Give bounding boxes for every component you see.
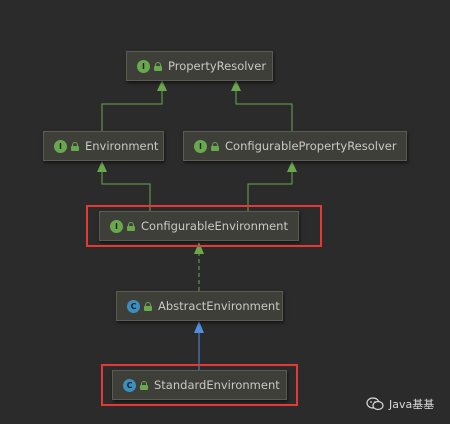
arrowhead bbox=[97, 161, 107, 172]
edge-configurable-property-resolver-to-property-resolver bbox=[235, 88, 293, 131]
public-lock-icon bbox=[140, 380, 148, 390]
node-label: Environment bbox=[85, 139, 159, 153]
node-label: ConfigurablePropertyResolver bbox=[225, 139, 397, 153]
node-environment[interactable]: I Environment bbox=[43, 131, 164, 161]
highlight-box-standard-environment bbox=[101, 364, 298, 406]
node-configurable-environment[interactable]: I ConfigurableEnvironment bbox=[99, 211, 299, 241]
public-lock-icon bbox=[71, 141, 79, 151]
arrowhead bbox=[157, 80, 167, 91]
node-label: ConfigurableEnvironment bbox=[141, 219, 288, 233]
arrowhead bbox=[287, 161, 297, 172]
watermark-text: Java基基 bbox=[389, 398, 435, 411]
node-configurable-property-resolver[interactable]: I ConfigurablePropertyResolver bbox=[183, 131, 407, 161]
edge-configurable-environment-to-environment bbox=[101, 169, 151, 211]
edge-environment-to-property-resolver bbox=[101, 88, 163, 131]
arrowhead bbox=[194, 242, 204, 254]
node-abstract-environment[interactable]: C AbstractEnvironment bbox=[116, 291, 283, 321]
edge-configurable-environment-to-configurable-property-resolver bbox=[247, 169, 293, 211]
interface-icon: I bbox=[110, 219, 123, 233]
interface-icon: I bbox=[194, 139, 207, 153]
public-lock-icon bbox=[211, 141, 219, 151]
node-label: PropertyResolver bbox=[168, 59, 267, 73]
class-icon: C bbox=[123, 378, 136, 392]
class-icon: C bbox=[127, 299, 140, 313]
arrowhead bbox=[194, 321, 204, 333]
arrowhead bbox=[231, 80, 241, 91]
watermark: Java基基 bbox=[366, 396, 434, 412]
public-lock-icon bbox=[127, 221, 135, 231]
node-label: AbstractEnvironment bbox=[158, 299, 280, 313]
node-standard-environment[interactable]: C StandardEnvironment bbox=[112, 370, 287, 400]
public-lock-icon bbox=[144, 301, 152, 311]
public-lock-icon bbox=[154, 61, 162, 71]
interface-icon: I bbox=[54, 139, 67, 153]
wechat-icon bbox=[366, 397, 384, 411]
node-property-resolver[interactable]: I PropertyResolver bbox=[126, 51, 273, 81]
highlight-box-configurable-environment bbox=[86, 205, 322, 247]
node-label: StandardEnvironment bbox=[154, 378, 280, 392]
interface-icon: I bbox=[137, 59, 150, 73]
